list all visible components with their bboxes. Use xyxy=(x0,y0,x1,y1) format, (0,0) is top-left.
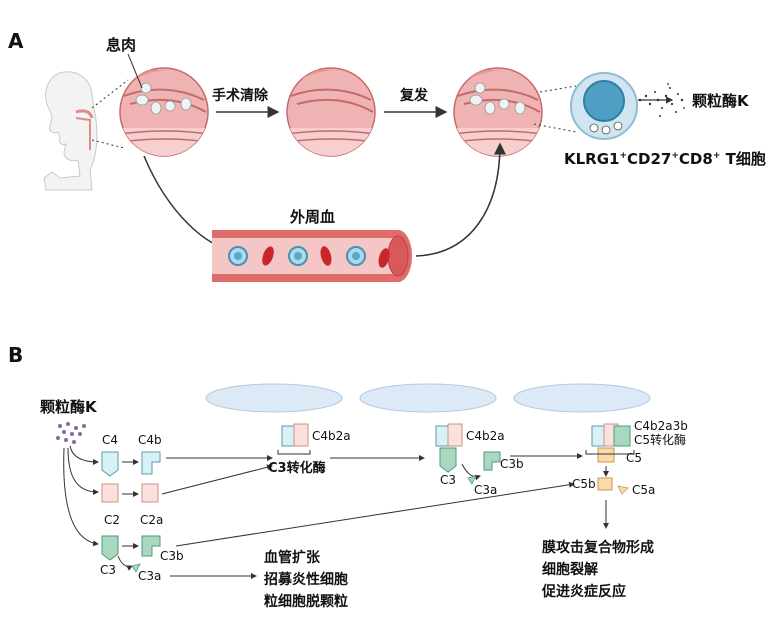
c3b-to-c5b-arrow xyxy=(175,481,575,547)
polyp-pointer xyxy=(127,53,143,89)
c4b2a3b-label: C4b2a3b xyxy=(634,419,688,433)
c3a-effect-2: 招募炎性细胞 xyxy=(264,571,348,588)
head-profile-icon xyxy=(43,71,98,191)
panel-a-letter: A xyxy=(8,29,24,53)
c4b2a-complex-1 xyxy=(277,423,311,455)
c2-label: C2 xyxy=(104,513,120,527)
polyp-label: 息肉 xyxy=(106,36,136,54)
c2-shape xyxy=(101,483,119,503)
nasal-tissue-circle-2 xyxy=(286,67,376,157)
nasal-tissue-circle-1 xyxy=(119,67,209,157)
cell-membrane-3 xyxy=(513,383,651,413)
c3a-label-mid: C3a xyxy=(474,483,497,497)
c2a-label: C2a xyxy=(140,513,163,527)
c3-label: C3 xyxy=(100,563,116,577)
c5b-label: C5b xyxy=(572,477,596,491)
c3a-shape xyxy=(131,563,141,573)
recurrence-label: 复发 xyxy=(399,87,429,104)
cell-membrane-2 xyxy=(359,383,497,413)
c4-label: C4 xyxy=(102,433,118,447)
tcell-zoom-line-1 xyxy=(539,85,577,93)
zoom-line-bottom xyxy=(91,139,125,149)
tcell-label: KLRG1+CD27+CD8+ T细胞 xyxy=(564,150,766,168)
granzyme-label-a: 颗粒酶K xyxy=(692,92,750,110)
c3-shape xyxy=(101,535,119,561)
c3b-label-mid: C3b xyxy=(500,457,524,471)
c5b-effect-2: 细胞裂解 xyxy=(542,561,598,578)
c4b-shape xyxy=(141,451,161,475)
panel-b-letter: B xyxy=(8,343,23,367)
c3-label-mid: C3 xyxy=(440,473,456,487)
c3a-release-arrow xyxy=(117,555,133,571)
c3b-label: C3b xyxy=(160,549,184,563)
nasal-tissue-circle-3 xyxy=(453,67,543,157)
c4-shape xyxy=(101,451,119,477)
blood-vessel xyxy=(212,230,412,282)
c5a-label: C5a xyxy=(632,483,655,497)
c3a-label: C3a xyxy=(138,569,161,583)
branch-c3 xyxy=(63,447,99,547)
c4b2a-label-1: C4b2a xyxy=(312,429,351,443)
c4b-label: C4b xyxy=(138,433,162,447)
blood-label: 外周血 xyxy=(289,208,335,226)
c4b2a-complex-2 xyxy=(435,423,501,485)
c5b-effect-3: 促进炎症反应 xyxy=(541,583,626,600)
c2a-to-convertase-arrow xyxy=(161,464,273,495)
granzyme-granules xyxy=(56,422,86,444)
t-cell-icon xyxy=(570,72,638,140)
branch-c4 xyxy=(69,445,99,465)
granzyme-label-b: 颗粒酶K xyxy=(40,398,98,416)
c5b-effect-1: 膜攻击复合物形成 xyxy=(542,539,654,556)
c3b-shape xyxy=(141,535,161,557)
c4b2a-label-2: C4b2a xyxy=(466,429,505,443)
granzyme-particles xyxy=(638,83,685,117)
tcell-zoom-line-2 xyxy=(533,123,577,133)
c5-convertase-label: C5转化酶 xyxy=(634,432,686,447)
branch-c2 xyxy=(67,447,99,495)
c4b2a3b-complex xyxy=(585,423,635,495)
from-blood-arrow xyxy=(415,142,506,257)
cell-membrane-1 xyxy=(205,383,343,413)
c5-label: C5 xyxy=(626,451,642,465)
c3-convertase-label: C3转化酶 xyxy=(268,460,326,476)
surgery-label: 手术清除 xyxy=(212,87,269,104)
c3a-effect-3: 粒细胞脱颗粒 xyxy=(264,593,348,610)
c2a-shape xyxy=(141,483,159,503)
c3a-effect-1: 血管扩张 xyxy=(264,549,321,566)
